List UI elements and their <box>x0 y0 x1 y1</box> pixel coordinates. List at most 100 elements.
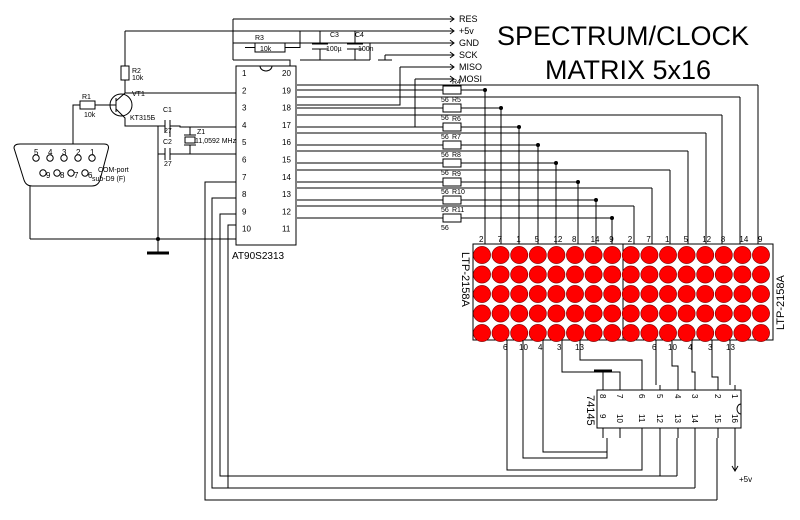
led-r5-c5 <box>547 324 566 342</box>
resistor-value-r8: 56 <box>441 170 449 177</box>
resistor-ref-r4: R4 <box>452 79 461 86</box>
led-r5-c12 <box>677 324 696 342</box>
resistor-value-r6: 56 <box>441 134 449 141</box>
mcu-pin-8: 8 <box>242 190 247 199</box>
mcu-pin-12: 12 <box>282 207 291 216</box>
resistor-value-r10: 56 <box>441 207 449 214</box>
led-r1-c15 <box>733 246 752 264</box>
led-r2-c13 <box>696 265 715 284</box>
decoder-top-pin-8: 8 <box>598 394 607 399</box>
mcu-pin-19: 19 <box>282 86 291 95</box>
mcu-pin-13: 13 <box>282 190 291 199</box>
resistor-r8 <box>442 158 462 168</box>
decoder-bottom-pin-13: 13 <box>673 414 682 423</box>
led-r2-c15 <box>733 265 752 284</box>
led-r5-c9 <box>621 324 640 342</box>
led-r3-c7 <box>584 285 603 303</box>
matrix-top-pin-10: 7 <box>646 235 651 244</box>
led-r1-c11 <box>659 246 677 264</box>
matrix-top-pin-15: 14 <box>739 235 748 244</box>
led-r3-c4 <box>528 285 547 303</box>
led-r4-c7 <box>584 304 603 323</box>
resistor-ref-r9: R9 <box>452 171 461 178</box>
com-pin-6: 6 <box>88 171 93 180</box>
mcu-pin-14: 14 <box>282 173 291 182</box>
led-r5-c11 <box>659 324 677 342</box>
led-r3-c12 <box>677 285 696 303</box>
r2-value: 10k <box>132 75 144 82</box>
mcu-pin-18: 18 <box>282 104 291 113</box>
led-r3-c5 <box>547 285 566 303</box>
led-r3-c11 <box>659 285 677 303</box>
matrix-bottom-a-pin-3: 4 <box>538 343 543 352</box>
mcu-pin-20: 20 <box>282 69 291 78</box>
resistor-r9 <box>442 177 462 187</box>
mcu-pin-5: 5 <box>242 138 247 147</box>
decoder-top-pin-1: 1 <box>730 394 739 399</box>
led-r3-c1 <box>473 285 491 303</box>
decoder-bottom-pin-11: 11 <box>637 414 646 423</box>
matrix-bottom-b-pin-2: 10 <box>668 343 677 352</box>
matrix-top-pin-14: 8 <box>721 235 726 244</box>
decoder-label: 74145 <box>584 395 596 426</box>
led-r4-c11 <box>659 304 677 323</box>
isp-label-sck: SCK <box>459 50 478 60</box>
mcu-pin-4: 4 <box>242 121 247 130</box>
decoder-top-pin-5: 5 <box>655 394 664 399</box>
decoder-top-pin-3: 3 <box>690 394 699 399</box>
com-pin-8: 8 <box>60 171 65 180</box>
led-r2-c16 <box>752 265 770 284</box>
led-r4-c9 <box>621 304 640 323</box>
resistor-value-r11: 56 <box>441 225 449 232</box>
r3-value: 10k <box>260 46 272 53</box>
matrix-left-label: LTP-2158A <box>459 252 471 307</box>
matrix-right-label: LTP-2158A <box>775 275 787 330</box>
resistor-ref-r11: R11 <box>452 207 464 214</box>
matrix-top-pin-8: 9 <box>609 235 614 244</box>
resistor-ref-r7: R7 <box>452 134 461 141</box>
resistor-ref-r10: R10 <box>452 189 465 196</box>
led-r5-c3 <box>510 324 529 342</box>
c4-ref: C4 <box>355 32 364 39</box>
c3-value: 100µ <box>326 46 342 53</box>
led-r1-c14 <box>714 246 733 264</box>
mcu-label: AT90S2313 <box>232 251 285 262</box>
mcu-pin-17: 17 <box>282 121 291 130</box>
vt1-value: KT315Б <box>130 115 156 122</box>
resistor-r5 <box>442 103 462 113</box>
decoder-top-pin-4: 4 <box>673 394 682 399</box>
resistor-ref-r5: R5 <box>452 97 461 104</box>
led-r4-c15 <box>733 304 752 323</box>
led-r2-c14 <box>714 265 733 284</box>
led-r3-c15 <box>733 285 752 303</box>
led-r3-c2 <box>491 285 510 303</box>
decoder-top-pin-2: 2 <box>713 394 722 399</box>
matrix-top-pin-4: 5 <box>535 235 540 244</box>
led-r3-c10 <box>640 285 659 303</box>
mcu-pin-9: 9 <box>242 207 247 216</box>
led-r1-c1 <box>473 246 491 264</box>
matrix-bottom-b-pin-3: 4 <box>688 343 693 352</box>
com-pin-7: 7 <box>74 171 79 180</box>
led-r2-c3 <box>510 265 529 284</box>
resistor-value-r7: 56 <box>441 152 449 159</box>
matrix-bottom-b-pin-1: 6 <box>652 343 657 352</box>
led-r2-c8 <box>603 265 622 284</box>
r2-ref: R2 <box>132 68 141 75</box>
title-line-1: SPECTRUM/CLOCK <box>497 21 749 51</box>
matrix-top-pin-9: 2 <box>628 235 633 244</box>
matrix-top-pin-7: 14 <box>591 235 600 244</box>
led-r4-c10 <box>640 304 659 323</box>
decoder-bottom-pin-15: 15 <box>713 414 722 423</box>
led-r1-c3 <box>510 246 529 264</box>
led-r4-c1 <box>473 304 491 323</box>
led-r5-c13 <box>696 324 715 342</box>
led-r5-c4 <box>528 324 547 342</box>
decoder-top-pin-6: 6 <box>637 394 646 399</box>
com-pin-2: 2 <box>76 148 81 157</box>
led-r2-c7 <box>584 265 603 284</box>
led-r1-c10 <box>640 246 659 264</box>
r1-value: 10k <box>84 112 96 119</box>
